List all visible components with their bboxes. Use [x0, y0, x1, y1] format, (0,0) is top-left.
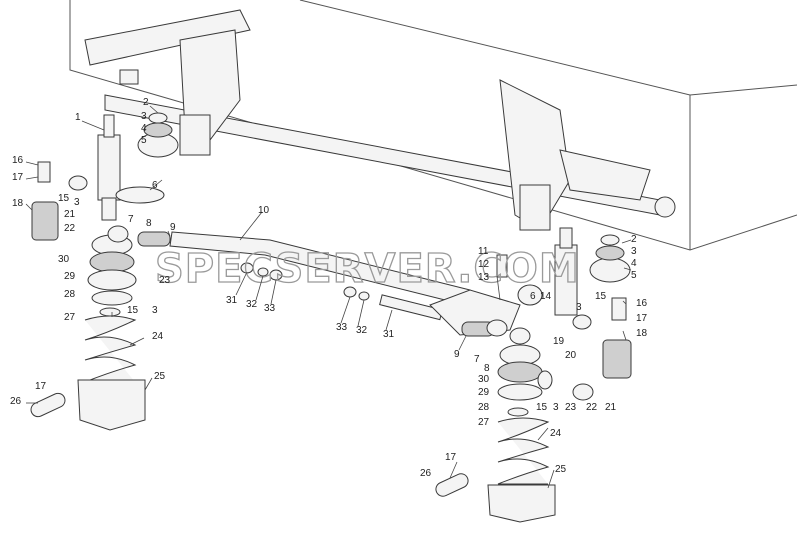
callout-label: 12: [478, 259, 490, 270]
callout-label: 16: [12, 155, 24, 166]
callout-label: 3: [576, 302, 582, 313]
watermark: SPECSERVER.COM: [155, 246, 580, 292]
chassis-frame: [69, 0, 797, 251]
callout-label: 29: [64, 271, 76, 282]
callout-label: 4: [631, 258, 637, 269]
callout-label: 31: [226, 295, 238, 306]
callout-label: 31: [383, 329, 395, 340]
callout-label: 5: [141, 135, 147, 146]
callout-label: 29: [478, 387, 490, 398]
callout-label: 6: [152, 180, 158, 191]
callout-label: 2: [631, 234, 637, 245]
callout-label: 2: [143, 97, 149, 108]
callout-label: 24: [152, 331, 164, 342]
callout-label: 26: [10, 396, 22, 407]
callout-label: 15: [58, 193, 70, 204]
callout-label: 19: [553, 336, 565, 347]
callout-label: 28: [64, 289, 76, 300]
callout-label: 7: [474, 354, 480, 365]
callout-label: 8: [484, 363, 490, 374]
callout-label: 6: [530, 291, 536, 302]
leader-lines: [25, 105, 632, 489]
callout-label: 21: [64, 209, 76, 220]
callout-label: 32: [246, 299, 258, 310]
left-suspension-assembly: [30, 112, 471, 431]
callout-label: 17: [35, 381, 47, 392]
callout-label: 3: [553, 402, 559, 413]
callout-label: 10: [258, 205, 270, 216]
callout-label: 3: [74, 197, 80, 208]
callout-label: 5: [631, 270, 637, 281]
callout-label: 24: [550, 428, 562, 439]
callout-label: 3: [152, 305, 158, 316]
callout-label: 14: [540, 291, 552, 302]
callout-label: 28: [478, 402, 490, 413]
callout-label: 15: [127, 305, 139, 316]
callout-label: 9: [170, 222, 176, 233]
callout-label: 23: [565, 402, 577, 413]
callout-label: 4: [141, 123, 147, 134]
right-suspension-assembly: [343, 227, 632, 523]
callout-label: 23: [159, 275, 171, 286]
callout-label: 30: [58, 254, 70, 265]
callout-label: 25: [154, 371, 166, 382]
callout-label: 3: [631, 246, 637, 257]
callout-label: 3: [141, 111, 147, 122]
callout-label: 7: [128, 214, 134, 225]
callout-label: 11: [478, 246, 489, 257]
callout-label: 20: [565, 350, 577, 361]
callout-label: 1: [75, 112, 81, 123]
callout-label: 9: [454, 349, 460, 360]
callout-label: 25: [555, 464, 567, 475]
callout-label: 15: [595, 291, 607, 302]
callout-label: 21: [605, 402, 617, 413]
callout-label: 32: [356, 325, 368, 336]
callout-label: 17: [12, 172, 24, 183]
callout-label: 27: [478, 417, 490, 428]
callout-label: 17: [445, 452, 457, 463]
callout-label: 33: [336, 322, 348, 333]
callout-label: 26: [420, 468, 432, 479]
callout-label: 17: [636, 313, 648, 324]
callout-label: 18: [636, 328, 648, 339]
callout-label: 16: [636, 298, 648, 309]
callout-label: 22: [64, 223, 76, 234]
callout-label: 15: [536, 402, 548, 413]
callout-label: 27: [64, 312, 76, 323]
callout-label: 13: [478, 272, 490, 283]
callout-label: 8: [146, 218, 152, 229]
callout-label: 33: [264, 303, 276, 314]
callout-label: 18: [12, 198, 24, 209]
callout-label: 22: [586, 402, 598, 413]
callout-label: 30: [478, 374, 490, 385]
callout-labels: 1 2 3 4 5 16 17 18 15 3 22 21 6 7 8 9 10…: [10, 97, 648, 479]
